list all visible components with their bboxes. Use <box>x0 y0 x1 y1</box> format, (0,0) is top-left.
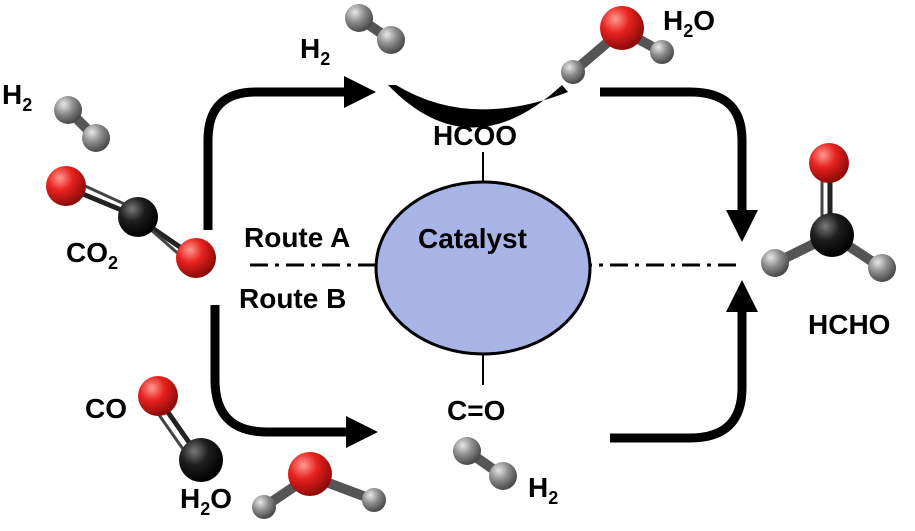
h2-left-label: H2 <box>2 79 32 115</box>
catalyst-ellipse <box>374 180 592 356</box>
route-a-label: Route A <box>244 222 350 253</box>
hcho-molecule <box>761 143 896 282</box>
h2-left-molecule <box>54 96 110 152</box>
h2o-top-label: H2O <box>663 5 715 41</box>
h2o-bottom-molecule <box>252 452 386 519</box>
catalyst-label: Catalyst <box>418 223 527 254</box>
h2-top-label: H2 <box>300 33 330 69</box>
co-intermediate-label: C=O <box>447 395 505 426</box>
co2-label: CO2 <box>66 237 118 273</box>
route-a-outlet-arrowhead <box>726 210 758 242</box>
hcho-label: HCHO <box>808 309 890 340</box>
h2-bottom-molecule <box>453 437 517 490</box>
route-b-inlet-arrow <box>210 305 352 437</box>
h2-top-molecule <box>345 4 405 54</box>
h2-bottom-label: H2 <box>528 472 558 508</box>
co-molecule <box>138 376 223 482</box>
co-label: CO <box>85 393 127 424</box>
h2o-bottom-label: H2O <box>180 483 232 519</box>
route-b-label: Route B <box>239 283 346 314</box>
route-b-outlet-arrow <box>610 310 747 443</box>
co2-molecule <box>46 166 216 278</box>
hcoo-bridge-curve <box>388 85 568 128</box>
hcoo-label: HCOO <box>433 120 517 151</box>
route-b-inlet-arrowhead <box>346 416 378 448</box>
route-a-outlet-arrow <box>600 87 747 215</box>
route-b-outlet-arrowhead <box>726 280 758 312</box>
route-a-inlet-arrowhead <box>344 76 376 108</box>
route-a-inlet-arrow <box>203 87 350 230</box>
h2o-top-molecule <box>561 6 674 84</box>
